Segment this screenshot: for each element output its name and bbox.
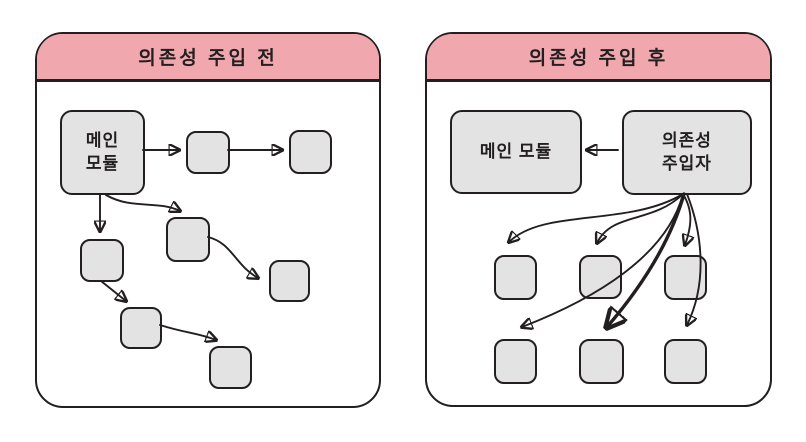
dependency-box (289, 130, 332, 174)
dependency-box (664, 255, 707, 300)
main-module-label: 메인 모듈 (479, 141, 553, 161)
dependency-box (166, 217, 210, 262)
injector-label-line2: 주입자 (662, 153, 712, 173)
injector-label-line1: 의존성 (662, 130, 712, 150)
dependency-box (120, 307, 162, 349)
main-module-box: 메인 모듈 (60, 110, 145, 195)
dependency-box (664, 339, 707, 384)
dependency-box (579, 255, 622, 299)
dependency-box (579, 339, 624, 384)
main-module-label-line1: 메인 (85, 130, 120, 150)
dependency-box (209, 346, 252, 389)
dependency-box (494, 339, 537, 384)
panel-before-injection: 의존성 주입 전 메인 모듈 (35, 32, 381, 408)
panel-before-title: 의존성 주입 전 (37, 34, 379, 82)
dependency-injector-box: 의존성 주입자 (622, 110, 752, 195)
dependency-box (269, 260, 310, 302)
dependency-box (80, 239, 124, 282)
dependency-box (494, 255, 537, 300)
panel-after-title: 의존성 주입 후 (427, 34, 770, 82)
dependency-box (186, 131, 230, 174)
main-module-label-line2: 모듈 (85, 153, 120, 173)
main-module-box: 메인 모듈 (450, 110, 582, 194)
panel-after-injection: 의존성 주입 후 메인 모듈 의존성 주입자 (425, 32, 772, 407)
